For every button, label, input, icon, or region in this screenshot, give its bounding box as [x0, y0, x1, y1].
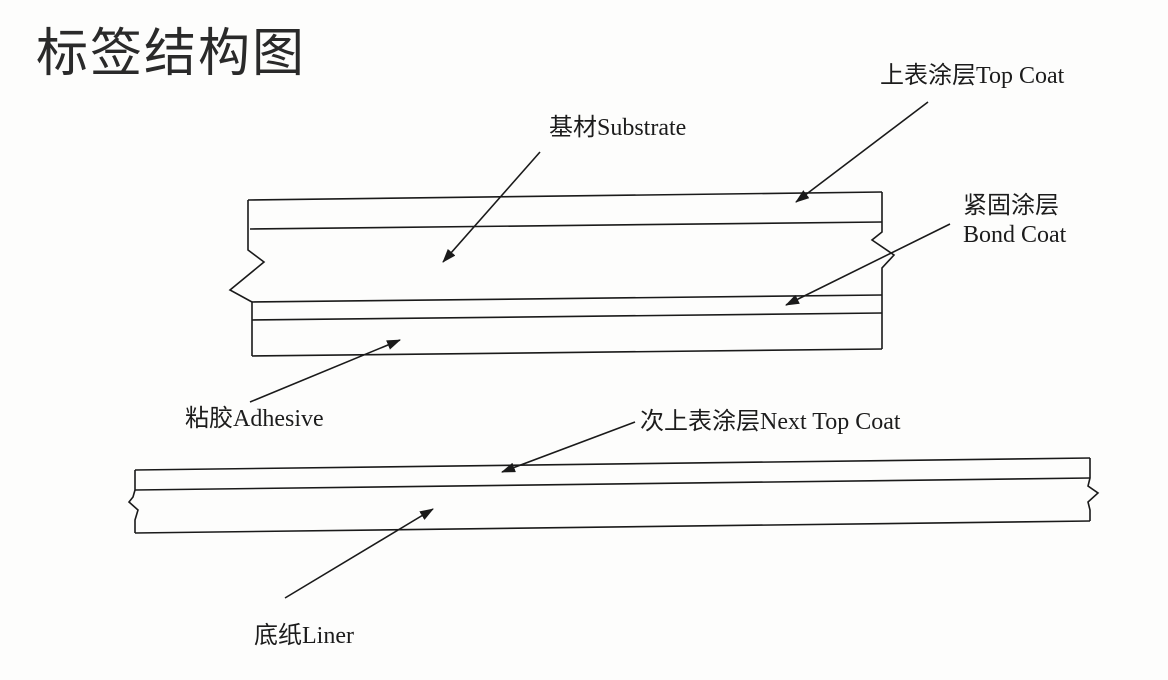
- next-top-coat-arrow: [501, 421, 636, 473]
- stack-left-break-edge: [228, 200, 266, 356]
- stack-right-break-edge: [870, 192, 896, 349]
- top-coat-bottom-edge: [249, 221, 883, 230]
- bond-coat-arrow: [785, 223, 951, 306]
- top-coat-arrow: [795, 101, 929, 203]
- label-stack: [228, 191, 896, 357]
- adhesive-arrow: [249, 339, 401, 403]
- next-top-coat-bottom-edge: [134, 477, 1091, 491]
- liner-arrow: [284, 508, 434, 599]
- next-top-coat-label: 次上表涂层Next Top Coat: [640, 409, 901, 435]
- substrate-arrow: [442, 151, 541, 263]
- liner-bottom-edge: [134, 520, 1091, 534]
- bond-coat-label: 紧固涂层 Bond Coat: [963, 192, 1066, 250]
- liner-label: 底纸Liner: [254, 623, 354, 649]
- next-top-coat-top-edge: [134, 457, 1091, 471]
- diagram-title: 标签结构图: [36, 24, 307, 84]
- top-coat-top-edge: [247, 191, 883, 201]
- substrate-bottom-edge: [251, 294, 883, 303]
- liner-left-break-edge: [127, 470, 139, 533]
- liner-right-break-edge: [1087, 458, 1100, 521]
- liner-stack: [127, 457, 1100, 534]
- bond-coat-bottom-edge: [251, 312, 883, 321]
- bond-coat-label-en: Bond Coat: [963, 221, 1067, 248]
- adhesive-bottom-edge: [251, 348, 883, 357]
- substrate-label: 基材Substrate: [549, 115, 687, 141]
- top-coat-label: 上表涂层Top Coat: [880, 63, 1065, 89]
- adhesive-label: 粘胶Adhesive: [185, 406, 324, 432]
- bond-coat-label-cn: 紧固涂层: [963, 193, 1059, 219]
